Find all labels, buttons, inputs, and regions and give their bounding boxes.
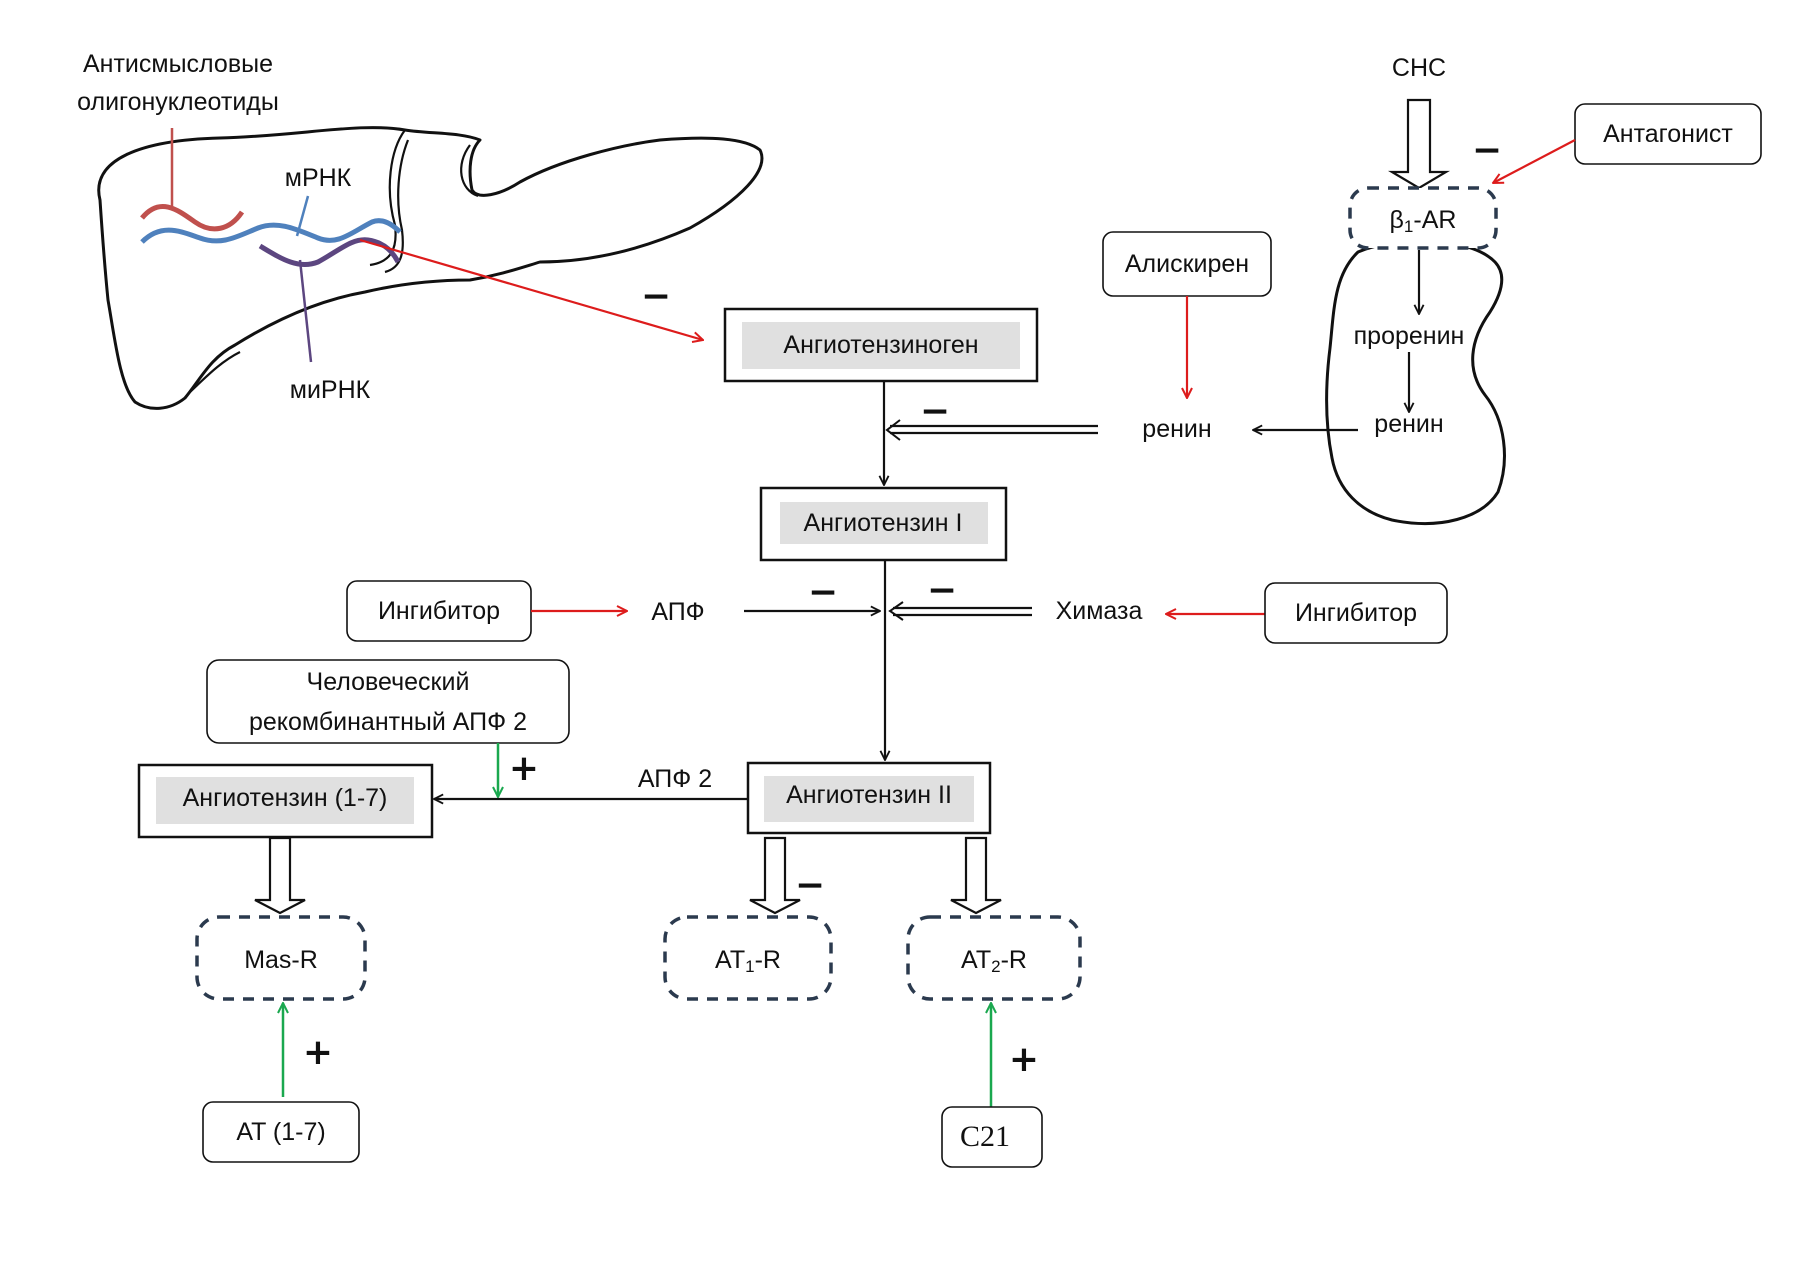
plus-sign: + <box>1009 1039 1039 1080</box>
minus-sign: − <box>927 570 957 611</box>
renin-label: ренин <box>1142 415 1211 443</box>
kidney-outline <box>1325 239 1506 525</box>
ang1-7-to-mas-arrow <box>254 836 306 915</box>
angiotensin-1-7-label: Ангиотензин (1-7) <box>183 784 388 812</box>
at-1-7-label: AT (1-7) <box>236 1118 325 1146</box>
chymase-label: Химаза <box>1056 597 1143 625</box>
angiotensin-1-label: Ангиотензин I <box>804 509 963 537</box>
sns-label: СНС <box>1392 54 1446 82</box>
angiotensin-2-label: Ангиотензин II <box>786 781 952 809</box>
liver-inhibit-arrow <box>359 238 703 340</box>
at2-receptor <box>906 915 1082 1001</box>
at-1-7-box <box>202 1101 360 1163</box>
kidney-renin-label: ренин <box>1374 410 1443 438</box>
plus-sign: + <box>303 1032 333 1073</box>
minus-sign: − <box>1472 130 1502 171</box>
ace2-label: АПФ 2 <box>638 765 712 793</box>
minus-sign: − <box>808 572 838 613</box>
ang2-to-at2-arrow <box>950 836 1002 915</box>
mas-receptor-label: Mas-R <box>244 946 318 974</box>
mas-receptor <box>195 915 367 1001</box>
plus-sign: + <box>509 748 539 789</box>
chymase-inhibitor-label: Ингибитор <box>1295 599 1417 627</box>
angiotensinogen-label: Ангиотензиноген <box>783 331 978 359</box>
mrna-label: мРНК <box>285 164 352 192</box>
antagonist-inhibit-arrow <box>1493 139 1576 183</box>
chymase-inhibitor-box <box>1264 582 1448 644</box>
ace-inhibitor-label: Ингибитор <box>378 597 500 625</box>
minus-sign: − <box>920 391 950 432</box>
antagonist-label: Антагонист <box>1603 120 1733 148</box>
beta1-receptor <box>1348 186 1498 250</box>
ace-label: АПФ <box>651 598 704 626</box>
minus-sign: − <box>795 865 825 906</box>
sns-open-arrow <box>1387 98 1451 190</box>
sirna-label: миРНК <box>290 376 371 404</box>
c21-label: C21 <box>960 1120 1010 1153</box>
liver-outline <box>97 126 764 410</box>
c21-box <box>941 1106 1043 1168</box>
human-ace2-box <box>206 659 570 744</box>
aliskiren-label: Алискирен <box>1125 250 1249 278</box>
ang2-to-at1-arrow <box>749 836 801 915</box>
prorenin-label: проренин <box>1354 322 1465 350</box>
minus-sign: − <box>641 276 671 317</box>
antagonist-box <box>1574 103 1762 165</box>
at1-receptor-label: AT1-R <box>715 946 781 976</box>
at2-receptor-label: AT2-R <box>961 946 1027 976</box>
at1-receptor <box>663 915 833 1001</box>
beta1-receptor-label: β1-AR <box>1390 206 1457 236</box>
